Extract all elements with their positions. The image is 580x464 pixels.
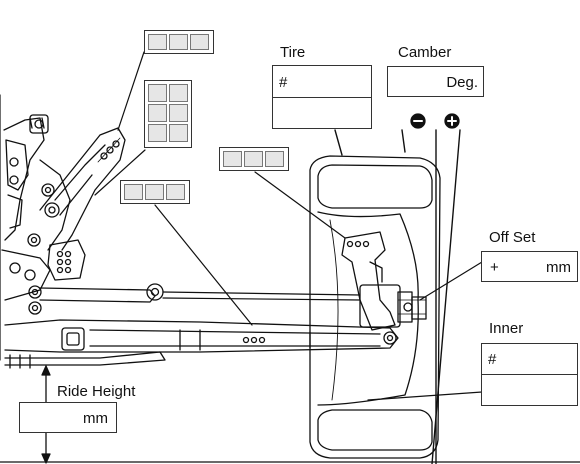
inner-label: Inner (489, 320, 524, 337)
ride-height-field[interactable]: mm (19, 402, 117, 433)
tire-outline (309, 155, 441, 459)
shim-cell[interactable] (145, 184, 164, 200)
shim-box-mid-right (219, 147, 289, 171)
shim-box-mid-left (120, 180, 190, 204)
camber-field[interactable]: Deg. (387, 66, 484, 97)
shim-grid-box (144, 80, 192, 148)
offset-field[interactable]: + mm (481, 251, 578, 282)
inner-field[interactable]: # (481, 343, 578, 406)
shim-cell[interactable] (244, 151, 263, 167)
shim-cell[interactable] (169, 84, 188, 102)
inner-compound-value: # (488, 351, 497, 368)
tire-label: Tire (280, 44, 306, 61)
leader-lines (94, 51, 483, 401)
shim-cell[interactable] (169, 104, 188, 122)
shim-cell[interactable] (169, 34, 188, 50)
tire-compound-value: # (279, 74, 288, 91)
shock-tower-arm (39, 127, 126, 251)
shim-cell[interactable] (148, 84, 167, 102)
offset-unit: mm (546, 259, 571, 276)
camber-plus-icon (444, 113, 460, 129)
knuckle-hub (341, 231, 427, 331)
ride-height-unit: mm (83, 410, 108, 427)
shim-cell[interactable] (190, 34, 209, 50)
camber-lines (334, 129, 461, 464)
camber-label: Camber (398, 44, 452, 61)
bulkhead-block (47, 239, 86, 281)
shim-cell[interactable] (148, 34, 167, 50)
camber-minus-icon (410, 113, 426, 129)
tire-field[interactable]: # (272, 65, 372, 129)
shim-box-top (144, 30, 214, 54)
shim-cell[interactable] (148, 104, 167, 122)
shim-cell[interactable] (169, 124, 188, 142)
chassis-tower (0, 94, 71, 361)
shim-cell[interactable] (148, 124, 167, 142)
shim-cell[interactable] (124, 184, 143, 200)
offset-sign: + (490, 259, 499, 276)
shim-cell[interactable] (166, 184, 185, 200)
ride-height-label: Ride Height (57, 383, 136, 400)
shim-cell[interactable] (265, 151, 284, 167)
shim-cell[interactable] (223, 151, 242, 167)
lower-arm (4, 319, 399, 369)
camber-unit: Deg. (446, 74, 478, 91)
upper-link (28, 283, 361, 315)
offset-label: Off Set (489, 229, 536, 246)
